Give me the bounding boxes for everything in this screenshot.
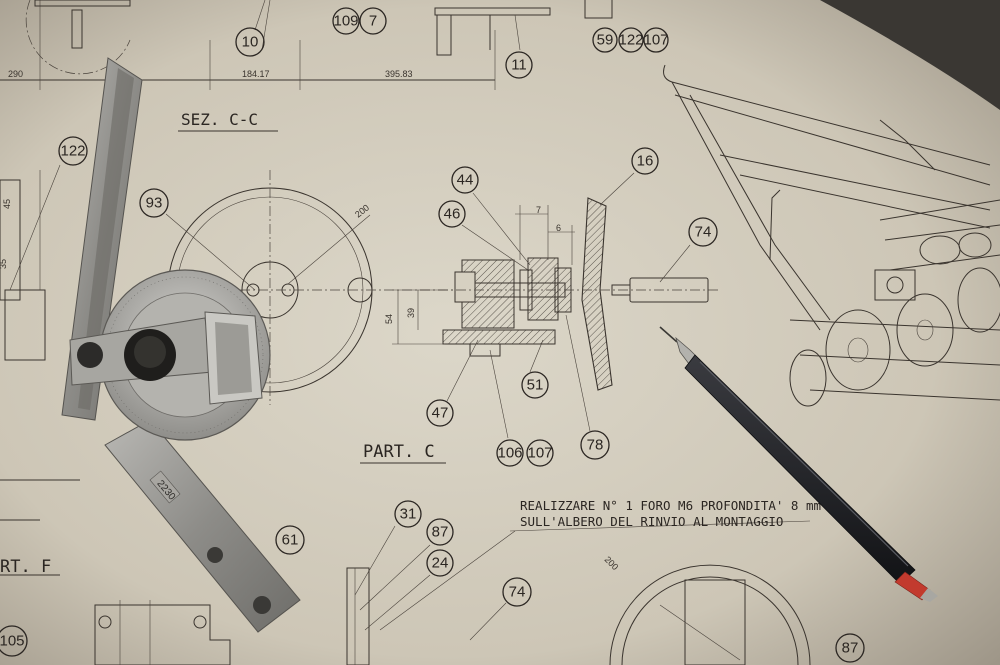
balloon-87-mid: 87 [426, 518, 454, 546]
mechanical-pencil [659, 326, 938, 602]
svg-text:16: 16 [637, 153, 654, 170]
note-line-1: REALIZZARE N° 1 FORO M6 PROFONDITA' 8 mm [520, 498, 821, 513]
svg-text:31: 31 [400, 506, 417, 523]
balloon-11: 11 [505, 51, 533, 79]
balloon-59: 59 [592, 27, 618, 53]
dim-290: 290 [8, 69, 23, 79]
balloon-46: 46 [438, 200, 466, 228]
balloon-107-mid: 107 [526, 439, 554, 467]
dim-395: 395.83 [385, 69, 413, 79]
balloon-93: 93 [139, 188, 169, 218]
balloon-61: 61 [275, 525, 305, 555]
balloon-105: 105 [0, 625, 28, 657]
svg-text:47: 47 [432, 405, 449, 422]
balloon-47: 47 [426, 399, 454, 427]
svg-text:107: 107 [643, 32, 668, 49]
left-part-fragment: 45 35 [0, 170, 80, 481]
svg-text:59: 59 [597, 32, 614, 49]
dim-35: 35 [0, 259, 8, 269]
part-c-assembly: 7 6 54 39 [384, 197, 720, 391]
svg-text:93: 93 [146, 195, 163, 212]
balloon-87-bottom: 87 [835, 633, 865, 663]
svg-text:44: 44 [457, 172, 474, 189]
desk-corner [820, 0, 1000, 110]
svg-text:107: 107 [527, 445, 552, 462]
svg-text:10: 10 [242, 34, 259, 51]
section-title-part-c: PART. C [363, 442, 435, 462]
balloon-107-top: 107 [643, 27, 669, 53]
isometric-machine [663, 64, 1000, 407]
section-title-cc: SEZ. C-C [181, 110, 258, 129]
dim-184: 184.17 [242, 69, 270, 79]
bevel-protractor: 2230 [61, 57, 301, 633]
balloon-51: 51 [521, 371, 549, 399]
dim-7: 7 [536, 205, 541, 215]
svg-text:87: 87 [842, 640, 859, 657]
svg-text:74: 74 [509, 584, 526, 601]
balloon-7: 7 [359, 7, 387, 35]
svg-text:51: 51 [527, 377, 544, 394]
svg-text:106: 106 [497, 445, 522, 462]
dim-45: 45 [2, 199, 12, 209]
svg-text:74: 74 [695, 224, 712, 241]
svg-text:122: 122 [618, 32, 643, 49]
balloon-31: 31 [394, 500, 422, 528]
balloon-109: 109 [332, 7, 360, 35]
svg-text:109: 109 [333, 13, 358, 30]
balloon-122-top: 122 [618, 27, 644, 53]
svg-text:122: 122 [60, 143, 85, 160]
top-part-fragment [25, 0, 613, 75]
svg-text:46: 46 [444, 206, 461, 223]
balloon-74-mid: 74 [688, 217, 718, 247]
top-dimension-chain: 290 184.17 395.83 [0, 0, 496, 90]
balloon-74-bottom: 74 [502, 577, 532, 607]
balloon-10: 10 [235, 27, 265, 57]
leader-lines [9, 0, 811, 641]
balloon-78: 78 [580, 430, 610, 460]
balloon-44: 44 [451, 166, 479, 194]
balloon-24: 24 [426, 549, 454, 577]
svg-text:11: 11 [511, 57, 527, 74]
balloon-16: 16 [631, 147, 659, 175]
dim-39: 39 [406, 308, 416, 318]
dim-54: 54 [384, 314, 394, 324]
dim-6: 6 [556, 223, 561, 233]
svg-text:61: 61 [282, 532, 299, 549]
note-line-2: SULL'ALBERO DEL RINVIO AL MONTAGGIO [520, 514, 783, 529]
svg-text:24: 24 [432, 555, 449, 572]
svg-text:105: 105 [0, 633, 25, 650]
balloon-122-left: 122 [58, 136, 88, 166]
svg-text:78: 78 [587, 437, 604, 454]
section-title-part-f: RT. F [0, 557, 51, 577]
svg-text:7: 7 [369, 13, 377, 30]
svg-text:87: 87 [432, 524, 449, 541]
balloon-106: 106 [496, 439, 524, 467]
